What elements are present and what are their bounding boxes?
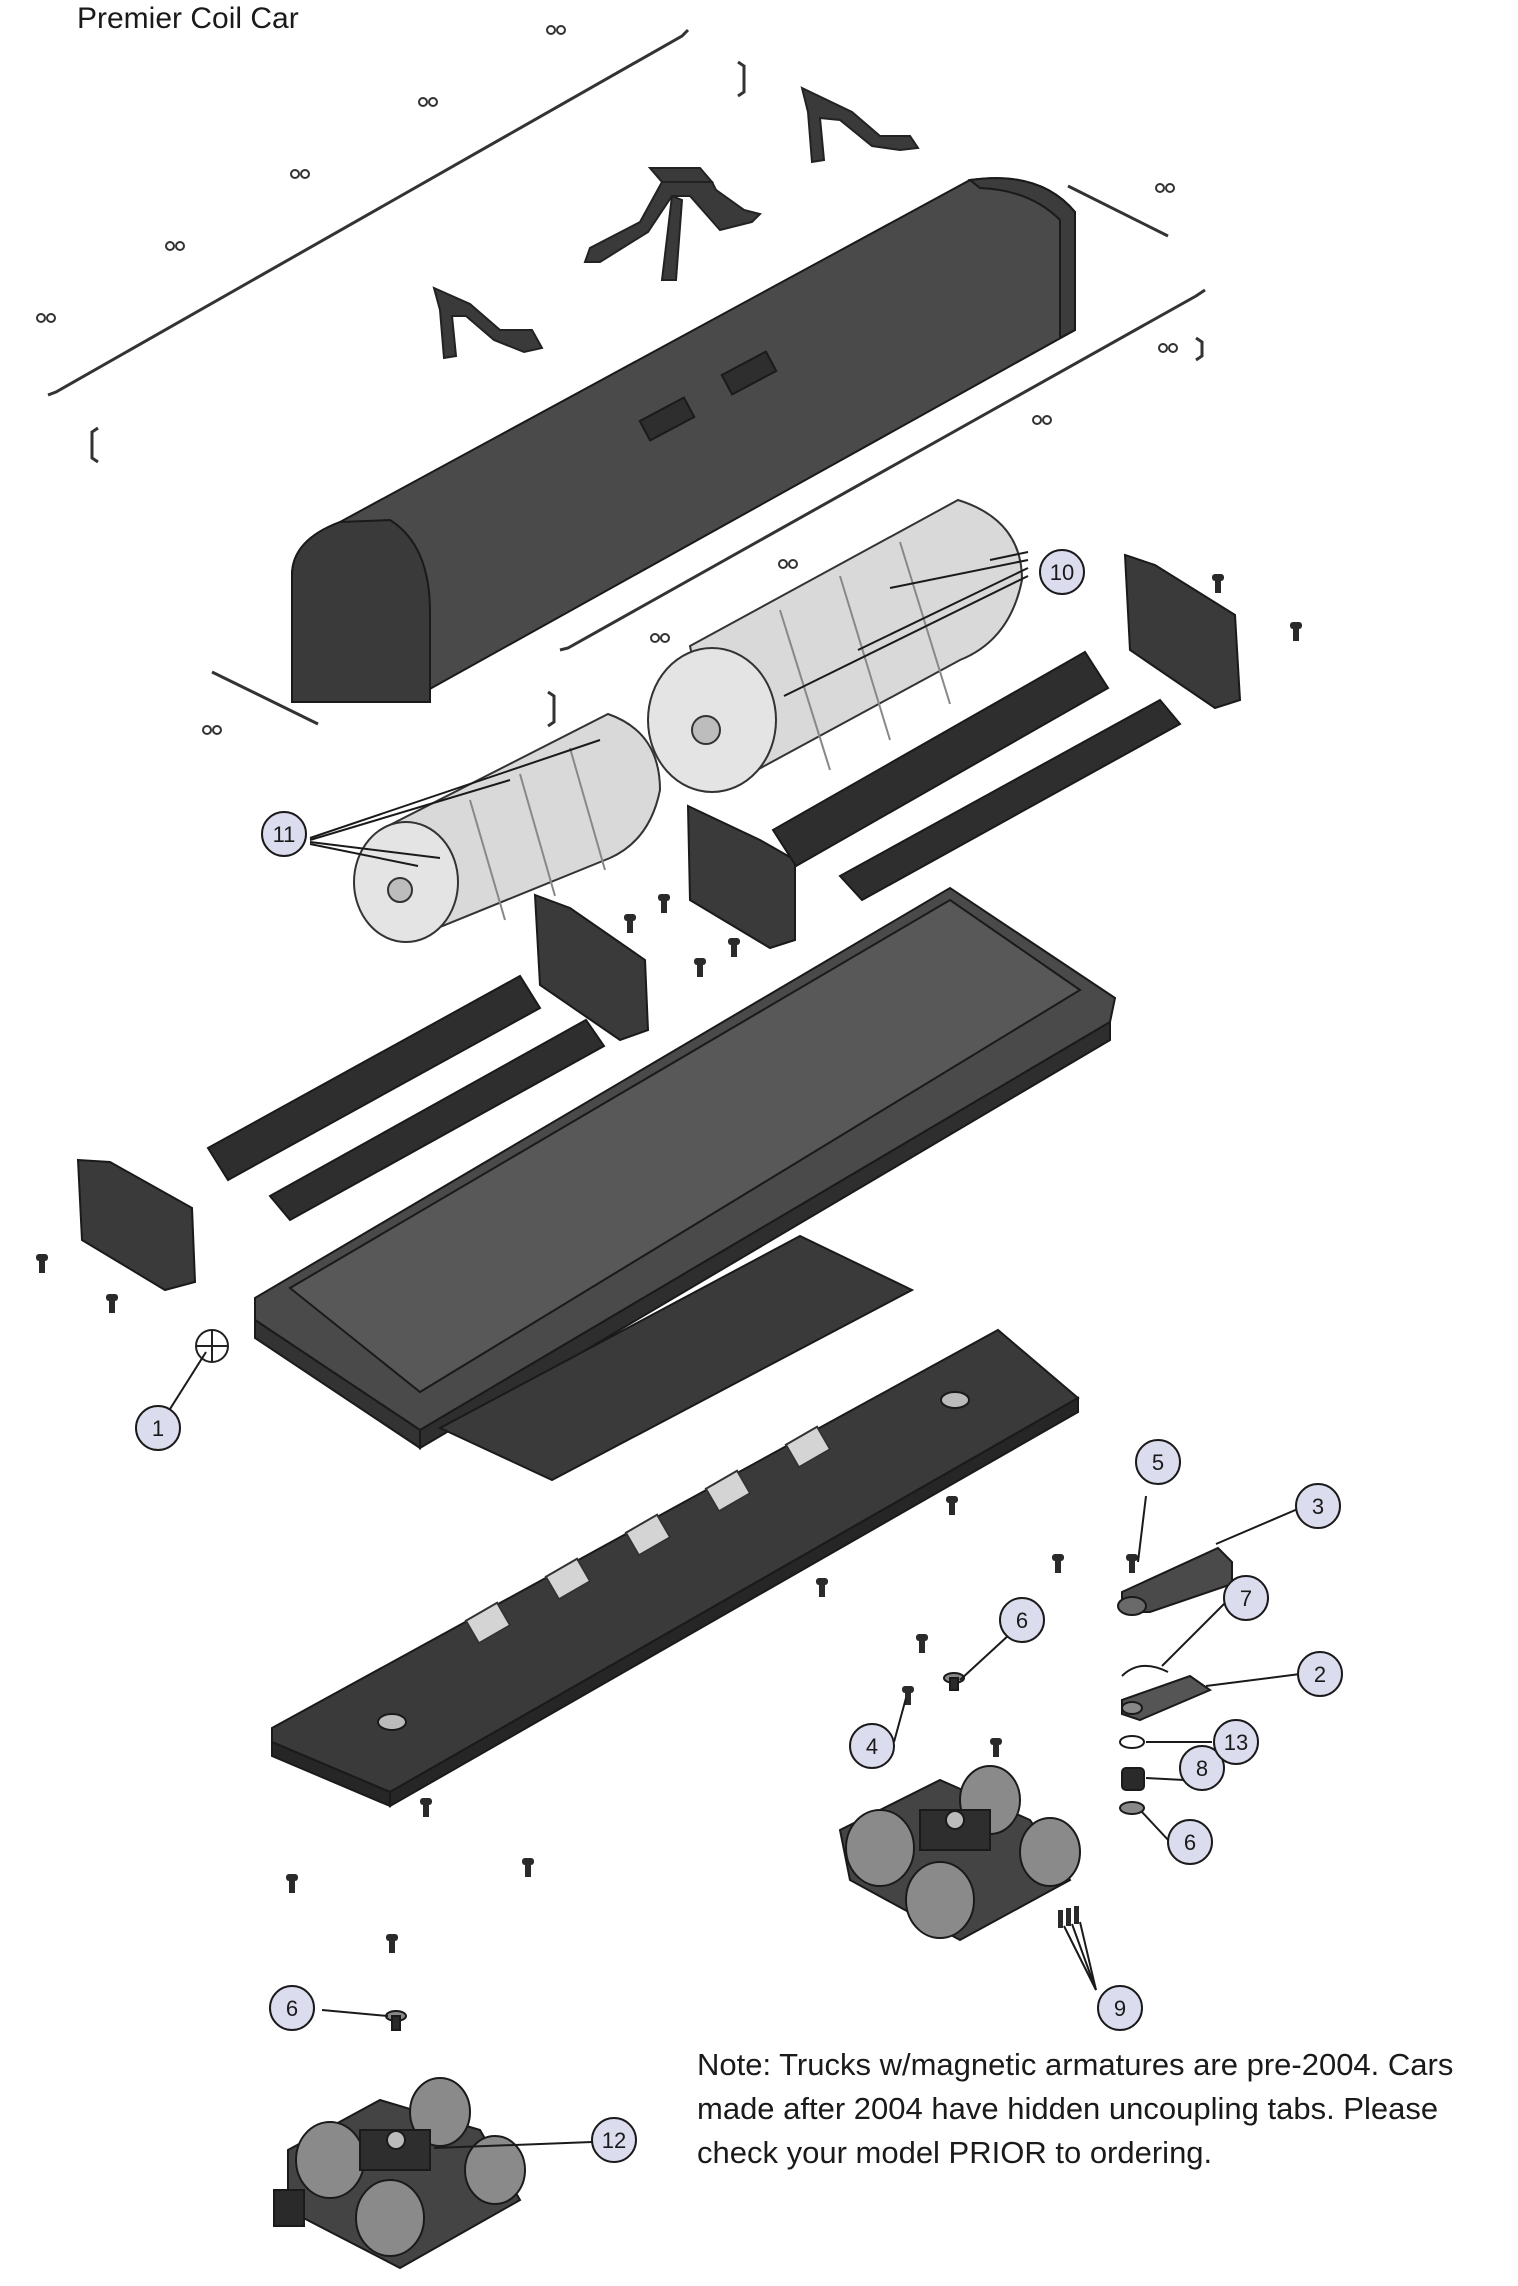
truck-left xyxy=(273,2077,526,2270)
callout-6c: 6 xyxy=(269,1985,315,2031)
underframe xyxy=(271,1328,1080,1808)
callout-2: 2 xyxy=(1297,1651,1343,1697)
note-line: check your model PRIOR to ordering. xyxy=(697,2135,1213,2170)
coil-hood xyxy=(291,177,1076,703)
callout-7: 7 xyxy=(1223,1575,1269,1621)
callout-label: 9 xyxy=(1114,1996,1126,2021)
callout-12: 12 xyxy=(591,2117,637,2163)
ordering-note: Note: Trucks w/magnetic armatures are pr… xyxy=(697,2043,1507,2175)
callout-13: 13 xyxy=(1213,1719,1259,1765)
callout-label: 10 xyxy=(1050,560,1074,585)
coupler-parts xyxy=(1117,1546,1233,1815)
side-rails xyxy=(206,650,1182,1222)
callout-5: 5 xyxy=(1135,1439,1181,1485)
car-deck xyxy=(254,886,1117,1450)
callout-label: 6 xyxy=(1016,1608,1028,1633)
callout-9: 9 xyxy=(1097,1985,1143,2031)
callout-label: 11 xyxy=(273,822,296,847)
diagram-title: Premier Coil Car xyxy=(77,2,299,35)
callout-8: 8 xyxy=(1179,1745,1225,1791)
callout-10: 10 xyxy=(1039,549,1085,595)
note-line: Note: Trucks w/magnetic armatures are pr… xyxy=(697,2047,1454,2082)
callout-4: 4 xyxy=(849,1723,895,1769)
callout-label: 6 xyxy=(286,1996,298,2021)
callout-1: 1 xyxy=(135,1405,181,1451)
brake-wheel-part xyxy=(195,1329,229,1363)
end-brackets xyxy=(90,60,1204,728)
callout-label: 4 xyxy=(866,1734,878,1759)
bulkheads xyxy=(76,553,1242,1292)
floor-plate xyxy=(437,1234,915,1482)
callout-label: 2 xyxy=(1314,1662,1326,1687)
note-line: made after 2004 have hidden uncoupling t… xyxy=(697,2091,1439,2126)
grab-rods xyxy=(47,28,1206,726)
callout-6a: 6 xyxy=(999,1597,1045,1643)
callout-label: 3 xyxy=(1312,1494,1324,1519)
callout-label: 7 xyxy=(1240,1586,1252,1611)
callout-label: 8 xyxy=(1196,1756,1208,1781)
callout-label: 6 xyxy=(1184,1830,1196,1855)
callout-3: 3 xyxy=(1295,1483,1341,1529)
callout-label: 5 xyxy=(1152,1450,1164,1475)
callout-11: 11 xyxy=(261,811,307,857)
callout-label: 13 xyxy=(1224,1730,1248,1755)
coil-large xyxy=(647,498,1024,793)
callout-label: 1 xyxy=(152,1416,164,1441)
callout-label: 12 xyxy=(602,2128,626,2153)
truck-right xyxy=(838,1765,1081,1942)
coil-small xyxy=(353,712,662,943)
small-pins-9 xyxy=(1058,1906,1079,1928)
callout-6b: 6 xyxy=(1167,1819,1213,1865)
coil-support-frames xyxy=(432,86,920,360)
leader-lines xyxy=(157,551,1301,2149)
